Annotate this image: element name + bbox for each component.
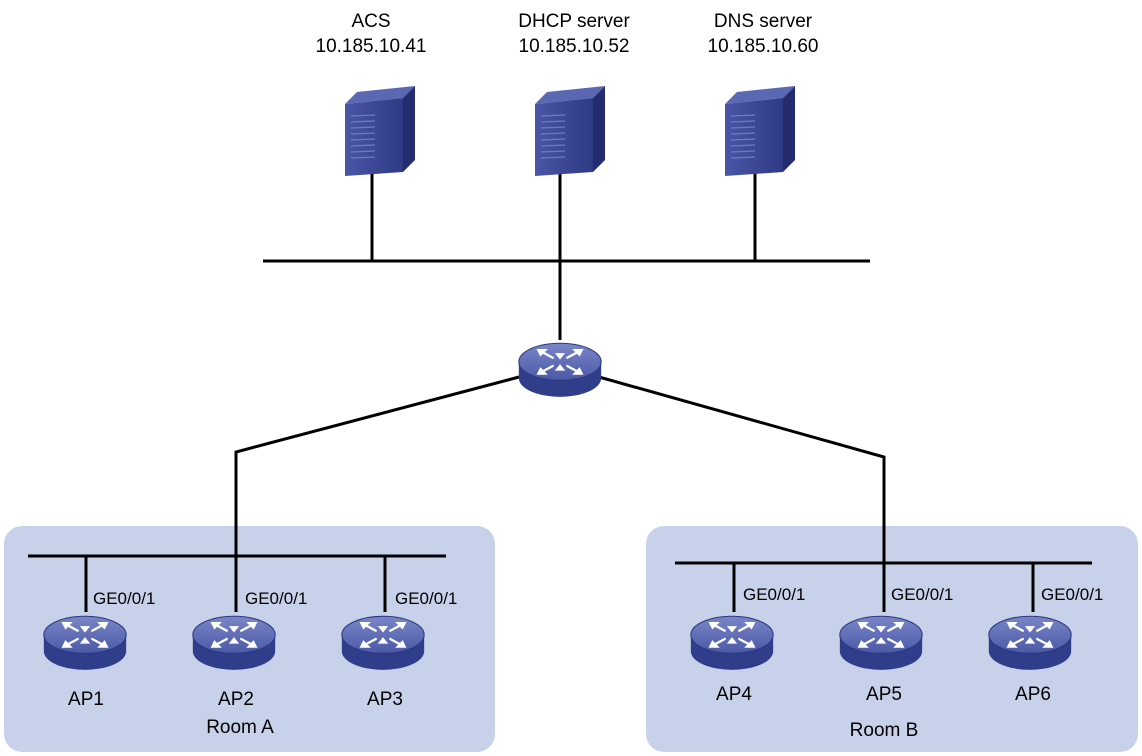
ap6-name: AP6 xyxy=(1015,684,1051,705)
ap4-port-label: GE0/0/1 xyxy=(743,585,805,604)
ap3-port-label: GE0/0/1 xyxy=(395,589,457,608)
ap5-icon xyxy=(838,615,924,671)
acs-server-icon xyxy=(345,86,415,176)
dhcp-server-name: DHCP server xyxy=(518,11,630,32)
ap3-icon xyxy=(340,615,426,671)
room-b-uplink xyxy=(598,375,886,563)
ap4-name: AP4 xyxy=(716,684,752,705)
room-a-uplink xyxy=(234,375,520,556)
ap4-icon xyxy=(689,615,775,671)
ap1-name: AP1 xyxy=(68,689,104,710)
dns-server-icon xyxy=(725,86,795,176)
core-switch-icon xyxy=(517,342,603,398)
ap5-port-label: GE0/0/1 xyxy=(891,585,953,604)
acs-ip: 10.185.10.41 xyxy=(316,36,427,57)
ap2-icon xyxy=(191,615,277,671)
ap1-port-label: GE0/0/1 xyxy=(93,589,155,608)
dns-server-name: DNS server xyxy=(714,11,813,32)
ap6-port-label: GE0/0/1 xyxy=(1041,585,1103,604)
ap1-icon xyxy=(42,615,128,671)
ap6-icon xyxy=(987,615,1073,671)
dhcp-server-ip: 10.185.10.52 xyxy=(519,36,630,57)
dns-server-ip: 10.185.10.60 xyxy=(708,36,819,57)
ap2-port-label: GE0/0/1 xyxy=(245,589,307,608)
room-a-label: Room A xyxy=(206,717,274,738)
ap3-name: AP3 xyxy=(367,689,403,710)
room-b-label: Room B xyxy=(850,720,919,741)
acs-name: ACS xyxy=(351,11,390,32)
dhcp-server-icon xyxy=(535,86,605,176)
ap5-name: AP5 xyxy=(866,684,902,705)
ap2-name: AP2 xyxy=(218,689,254,710)
